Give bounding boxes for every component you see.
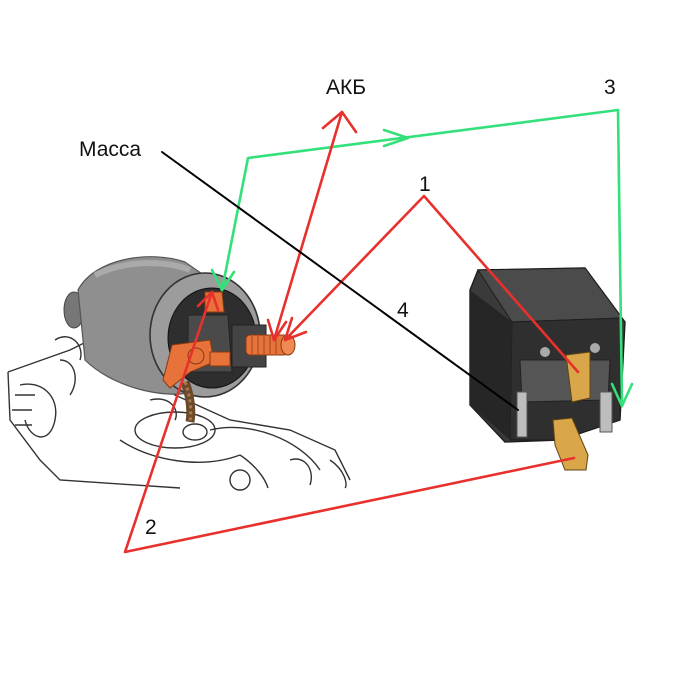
wire-red	[123, 110, 580, 554]
starter-motor-icon	[7, 256, 351, 491]
wire-4-label: 4	[397, 299, 409, 322]
wire-1-label: 1	[419, 173, 431, 196]
wire-2-label: 2	[145, 516, 157, 539]
relay-icon	[469, 267, 626, 471]
wire-4-ground	[161, 151, 519, 411]
wire-3-label: 3	[604, 76, 616, 99]
wire-3-green	[210, 108, 634, 408]
battery-label: АКБ	[326, 76, 367, 99]
ground-label: Масса	[79, 138, 142, 161]
starter-housing	[7, 336, 351, 491]
